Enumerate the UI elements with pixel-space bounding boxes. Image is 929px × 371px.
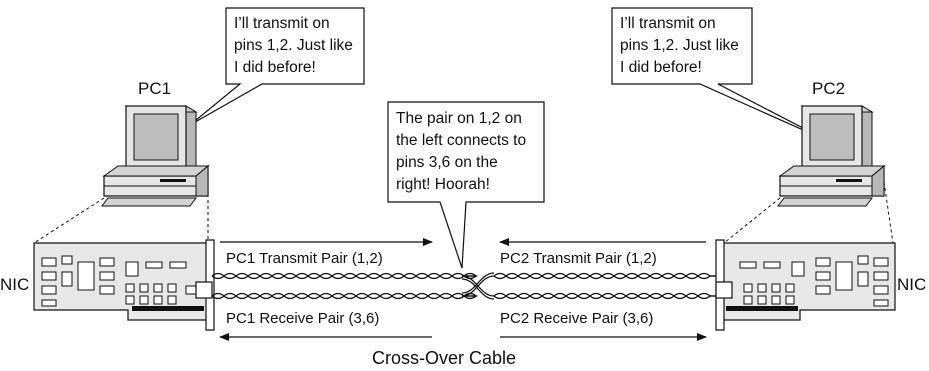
twisted-pair-cable-icon (211, 272, 716, 300)
pc1-callout-line-3: I did before! (234, 59, 316, 76)
center-callout-line-4: right! Hoorah! (396, 176, 490, 193)
pc2-computer-icon (777, 105, 886, 207)
pc1-label: PC1 (138, 79, 171, 98)
pc2-callout-line-3: I did before! (620, 59, 702, 76)
pc1-callout: I’ll transmit on pins 1,2. Just like I d… (189, 7, 365, 126)
pc2-callout-line-2: pins 1,2. Just like (620, 37, 739, 54)
pc2-callout: I’ll transmit on pins 1,2. Just like I d… (611, 7, 831, 143)
pc2-nic-leader-lines (723, 181, 894, 244)
pc1-nic-leader-lines (33, 182, 209, 244)
pc2-receive-pair-label: PC2 Receive Pair (3,6) (500, 310, 653, 327)
pc2-transmit-pair-label: PC2 Transmit Pair (1,2) (500, 250, 657, 267)
center-callout: The pair on 1,2 on the left connects to … (387, 101, 545, 269)
pc1-callout-line-2: pins 1,2. Just like (234, 37, 353, 54)
center-callout-line-1: The pair on 1,2 on (396, 110, 522, 127)
pc1-callout-line-1: I’ll transmit on (234, 15, 330, 32)
nic-card-left-icon (33, 239, 215, 331)
nic-card-right-icon (715, 239, 896, 331)
cable-direction-arrows (219, 238, 707, 341)
center-callout-line-2: the left connects to (396, 132, 526, 149)
nic-left-label: NIC (0, 275, 29, 294)
center-callout-line-3: pins 3,6 on the (396, 154, 498, 171)
pc2-callout-line-1: I’ll transmit on (620, 15, 716, 32)
nic-right-label: NIC (897, 275, 926, 294)
pc1-computer-icon (101, 105, 210, 207)
pc1-transmit-pair-label: PC1 Transmit Pair (1,2) (226, 250, 383, 267)
pc2-label: PC2 (812, 79, 845, 98)
pc1-receive-pair-label: PC1 Receive Pair (3,6) (226, 310, 379, 327)
cable-title: Cross-Over Cable (372, 348, 516, 368)
